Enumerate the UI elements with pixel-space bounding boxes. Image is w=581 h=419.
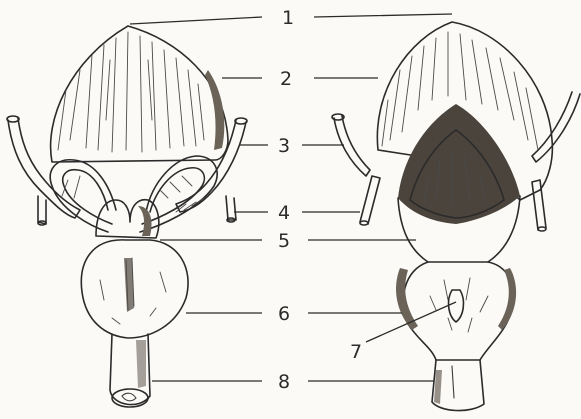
label-1: 1 [282, 7, 294, 29]
left-ureter-left [8, 118, 80, 218]
right-prostate [403, 262, 513, 360]
label-7: 7 [350, 341, 362, 363]
leader-7 [366, 302, 456, 342]
left-prostate [81, 240, 188, 338]
left-ureter-right [176, 120, 246, 212]
left-bladder-hatching [58, 32, 204, 152]
label-8: 8 [278, 371, 290, 393]
right-ureter-right [532, 92, 580, 162]
left-figure [7, 26, 247, 407]
right-colliculus [449, 290, 464, 322]
label-4: 4 [278, 202, 290, 224]
left-bladder [51, 26, 228, 162]
right-ureter-left [334, 116, 370, 176]
label-5: 5 [278, 230, 290, 252]
label-2: 2 [280, 68, 292, 90]
label-6: 6 [278, 303, 290, 325]
right-bladder-interior [398, 104, 520, 224]
number-labels: 1 2 3 4 5 6 7 8 [278, 7, 362, 393]
right-figure [332, 22, 580, 411]
label-3: 3 [278, 135, 290, 157]
